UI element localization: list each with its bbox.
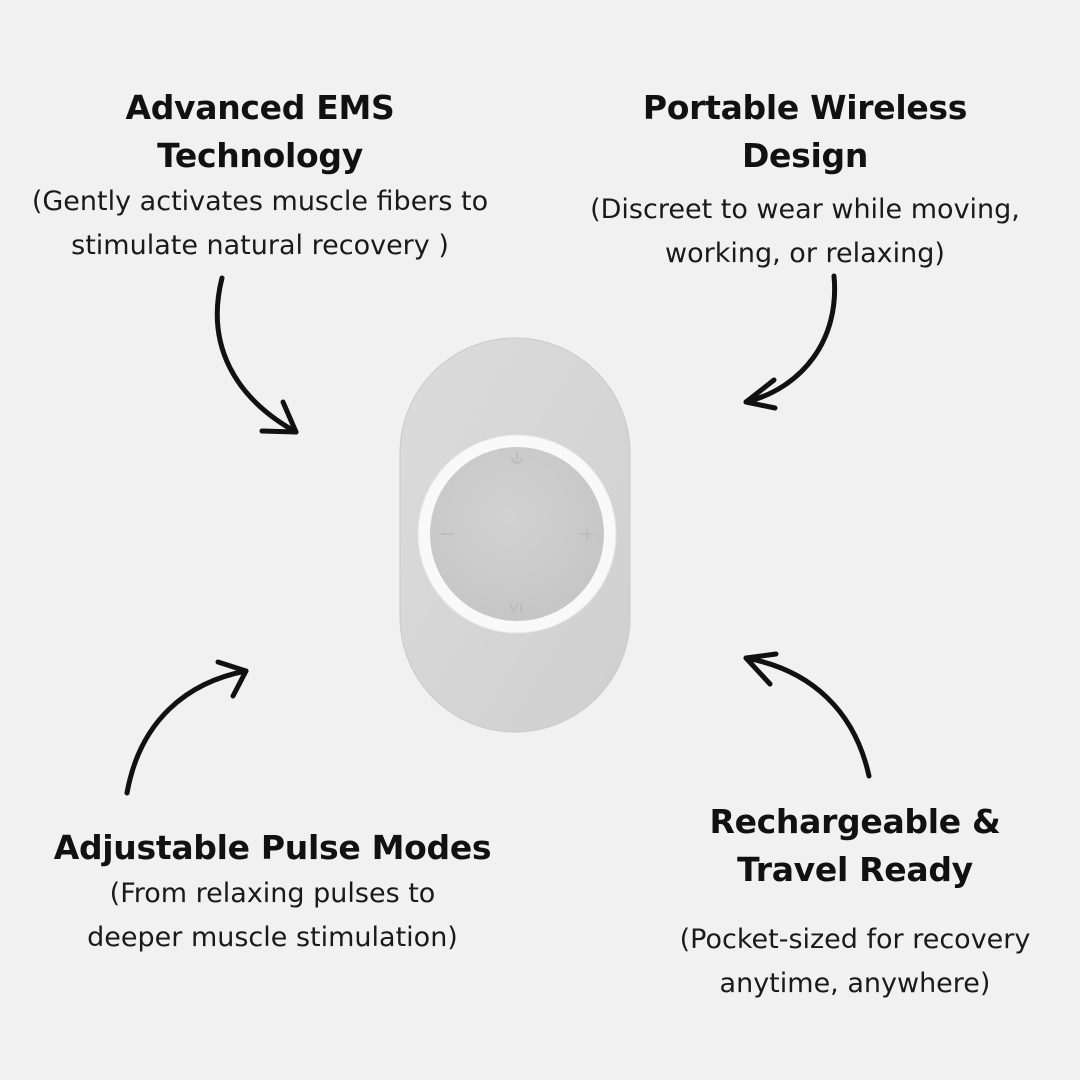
feature-description-line: (Discreet to wear while moving, [590, 194, 1020, 225]
feature-title-line: Design [741, 136, 869, 175]
curved-arrow-icon [743, 273, 838, 411]
feature-title-line: Technology [157, 136, 363, 175]
feature-description-line: (Gently activates muscle fibers to [31, 186, 489, 217]
feature-title: Adjustable Pulse Modes [0, 824, 545, 872]
feature-description: (From relaxing pulses to deeper muscle s… [0, 872, 545, 960]
device-button [430, 447, 604, 621]
feature-title-line: Portable Wireless [642, 88, 968, 127]
feature-title: Portable Wireless Design [545, 84, 1065, 180]
feature-rechargeable-travel: Rechargeable & Travel Ready (Pocket-size… [600, 798, 1080, 1006]
feature-description: (Discreet to wear while moving, working,… [545, 188, 1065, 276]
feature-description-line: stimulate natural recovery ) [71, 230, 449, 261]
curved-arrow-icon [214, 275, 299, 435]
feature-title-line: Travel Ready [737, 850, 973, 889]
feature-adjustable-pulse: Adjustable Pulse Modes (From relaxing pu… [0, 824, 545, 960]
device-markings [440, 452, 594, 615]
feature-portable-wireless: Portable Wireless Design (Discreet to we… [545, 84, 1065, 276]
feature-description-line: (From relaxing pulses to [109, 878, 436, 909]
feature-title: Rechargeable & Travel Ready [600, 798, 1080, 894]
feature-description-line: working, or relaxing) [665, 238, 945, 269]
feature-description: (Pocket-sized for recovery anytime, anyw… [600, 918, 1080, 1006]
feature-advanced-ems: Advanced EMS Technology (Gently activate… [0, 84, 520, 268]
feature-title-line: Rechargeable & [709, 802, 1001, 841]
feature-title: Advanced EMS Technology [0, 84, 520, 180]
feature-description-line: deeper muscle stimulation) [87, 922, 458, 953]
feature-description-line: (Pocket-sized for recovery [679, 924, 1031, 955]
feature-description: (Gently activates muscle fibers to stimu… [0, 180, 520, 268]
feature-title-line: Adjustable Pulse Modes [53, 828, 492, 867]
curved-arrow-icon [743, 651, 872, 779]
feature-title-line: Advanced EMS [125, 88, 395, 127]
feature-description-line: anytime, anywhere) [719, 968, 991, 999]
curved-arrow-icon [124, 659, 249, 796]
